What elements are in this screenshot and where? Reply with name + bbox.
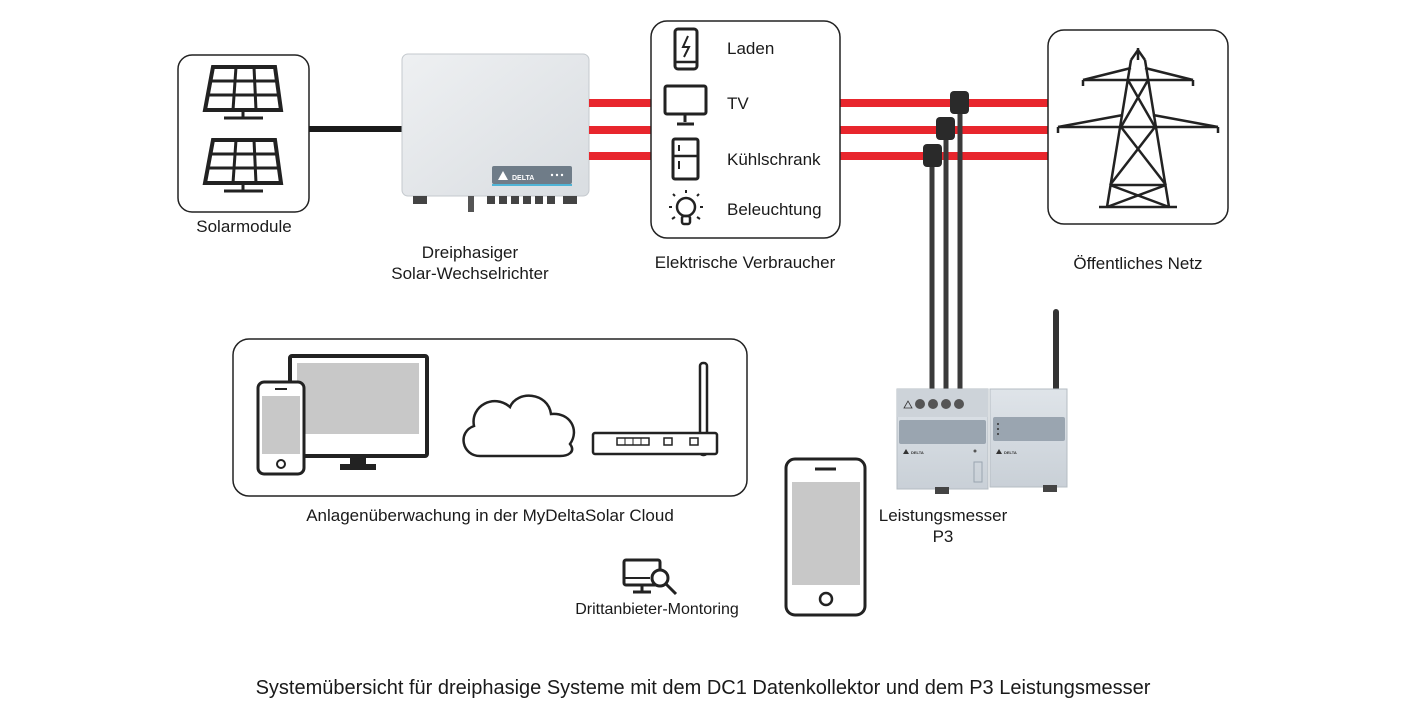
ct-clamp-l2: [936, 117, 955, 140]
smartphone-app-icon: [784, 457, 867, 617]
meter-antenna: [1053, 309, 1059, 391]
smartphone-icon: [256, 380, 306, 476]
inverter-label-line1: Dreiphasiger: [422, 243, 519, 262]
solar-modules: Solarmodule: [177, 54, 310, 236]
lightbulb-icon: [669, 190, 703, 226]
inverter-brand-panel: [492, 166, 572, 184]
phase-line-l1-left: [589, 99, 651, 107]
consumers-label: Elektrische Verbraucher: [655, 253, 836, 272]
monitor-icon: [288, 354, 429, 470]
cloud-monitoring-label: Anlagenüberwachung in der MyDeltaSolar C…: [306, 506, 674, 525]
meter-label-line1: Leistungsmesser: [879, 506, 1008, 525]
inverter-label-line2: Solar-Wechselrichter: [391, 264, 549, 283]
meter-label-line2: P3: [933, 527, 954, 546]
delta-logo-icon: [903, 449, 909, 454]
meter-brand-right: DELTA: [1004, 450, 1017, 455]
consumer-label-tv: TV: [727, 94, 749, 113]
power-meter: DELTA DELTA Leistungsmesser P3: [879, 309, 1068, 546]
cloud-monitoring: Anlagenüberwachung in der MyDeltaSolar C…: [232, 338, 748, 525]
charging-icon: [673, 27, 699, 71]
dc-cable: [309, 126, 403, 132]
grid-label: Öffentliches Netz: [1073, 254, 1202, 273]
third-party-label: Drittanbieter-Montoring: [575, 601, 739, 618]
router-icon: [591, 361, 719, 457]
third-party-monitoring: Drittanbieter-Montoring: [575, 558, 739, 618]
cloud-icon: [462, 394, 576, 458]
inverter-brand: DELTA: [512, 175, 534, 182]
public-grid: Öffentliches Netz: [1047, 29, 1229, 273]
power-pylon-icon: [1056, 47, 1220, 209]
meter-brand-left: DELTA: [911, 450, 924, 455]
current-transformers: [923, 91, 969, 167]
monitor-search-icon: [622, 558, 678, 596]
consumers: Laden TV Kühlschrank Beleuchtun: [650, 20, 841, 272]
tv-icon: [663, 84, 708, 126]
ct-clamp-l1: [950, 91, 969, 114]
inverter: DELTA Dreiphasiger Solar-Wechselrichter: [391, 53, 590, 283]
delta-logo-icon: [996, 449, 1002, 454]
phase-line-l2-left: [589, 126, 651, 134]
phase-line-l3-left: [589, 152, 651, 160]
consumer-label-fridge: Kühlschrank: [727, 150, 821, 169]
diagram-caption: Systemübersicht für dreiphasige Systeme …: [256, 677, 1151, 699]
inverter-body: [401, 53, 590, 197]
ct-cables: [929, 110, 963, 392]
ct-clamp-l3: [923, 144, 942, 167]
solar-modules-label: Solarmodule: [196, 217, 291, 236]
delta-logo-icon: [498, 171, 508, 180]
fridge-icon: [671, 137, 700, 181]
consumers-frame: [650, 20, 841, 239]
solar-panel-icon: [202, 138, 284, 193]
phase-line-l1-right: [840, 99, 1048, 107]
solar-panel-icon: [202, 65, 284, 120]
consumer-label-laden: Laden: [727, 39, 774, 58]
consumer-label-lighting: Beleuchtung: [727, 200, 822, 219]
